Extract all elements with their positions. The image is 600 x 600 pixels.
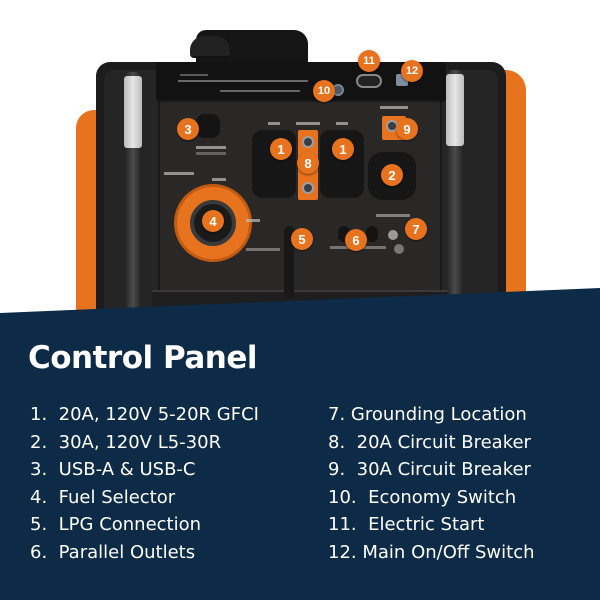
callout-badge-6: 6 — [345, 229, 367, 251]
feature-item-1: 1. 20A, 120V 5-20R GFCI — [30, 404, 259, 425]
usb-sublabel — [196, 152, 226, 155]
info-panel — [0, 288, 600, 600]
feature-list-left: 1. 20A, 120V 5-20R GFCI 2. 30A, 120V L5-… — [30, 401, 259, 566]
callout-badge-2: 2 — [381, 164, 403, 186]
gauge-label — [220, 90, 300, 92]
callout-badge-9: 9 — [396, 118, 418, 140]
callout-badge-11: 11 — [358, 50, 380, 72]
feature-item-5: 5. LPG Connection — [30, 514, 202, 535]
breaker-button-20a-bottom — [302, 182, 314, 194]
feature-item-2: 2. 30A, 120V L5-30R — [30, 431, 222, 453]
callout-badge-4: 4 — [202, 210, 224, 232]
feature-item-10: 10. Economy Switch — [328, 486, 517, 508]
feature-item-6: 6. Parallel Outlets — [30, 541, 196, 563]
ground-symbol-icon — [394, 244, 404, 254]
feature-item-3: 3. USB-A & USB-C — [30, 459, 196, 480]
parallel-outlet-2 — [366, 226, 378, 242]
handle-cap-right — [446, 74, 464, 146]
ac-breakers-label — [296, 122, 320, 125]
gauge-line — [178, 80, 308, 82]
fuel-selector-label — [164, 172, 194, 175]
fuel-cap-knob — [190, 36, 230, 58]
electric-start-button — [356, 74, 382, 88]
ac-breaker-30a-label — [380, 106, 408, 109]
lpg-connection-hose — [284, 226, 294, 298]
handle-cap-left — [124, 76, 142, 148]
callout-badge-5: 5 — [291, 228, 313, 250]
usb-label — [196, 146, 226, 149]
callout-badge-3: 3 — [177, 118, 199, 140]
gauge-indicator — [180, 74, 208, 76]
fuel-warning-text — [246, 248, 280, 251]
page-title: Control Panel — [28, 340, 257, 376]
lpg-label — [212, 178, 226, 181]
fuel-selector-dial — [174, 184, 252, 262]
ground-label — [376, 214, 410, 217]
callout-badge-10: 10 — [313, 80, 335, 102]
feature-item-9: 9. 30A Circuit Breaker — [328, 459, 531, 480]
callout-badge-12: 12 — [401, 60, 423, 82]
feature-item-4: 4. Fuel Selector — [30, 486, 176, 508]
outlet-label-120v-left — [268, 122, 280, 125]
callout-badge-1: 1 — [332, 138, 354, 160]
feature-item-12: 12. Main On/Off Switch — [328, 541, 535, 563]
callout-badge-1: 1 — [270, 138, 292, 160]
callout-badge-7: 7 — [405, 218, 427, 240]
feature-item-8: 8. 20A Circuit Breaker — [328, 431, 531, 453]
usb-port-cover — [196, 114, 220, 138]
gas-label — [246, 219, 260, 222]
generator-photo: 1 1 2 3 4 5 6 7 8 9 10 11 12 — [76, 30, 526, 322]
feature-item-11: 11. Electric Start — [328, 514, 485, 535]
ground-lug — [388, 230, 398, 240]
outlet-label-120v-right — [336, 122, 348, 125]
breaker-button-20a-top — [302, 136, 314, 148]
callout-badge-8: 8 — [297, 152, 319, 174]
feature-list-right: 7. Grounding Location 8. 20A Circuit Bre… — [328, 401, 535, 566]
feature-item-7: 7. Grounding Location — [328, 404, 527, 425]
